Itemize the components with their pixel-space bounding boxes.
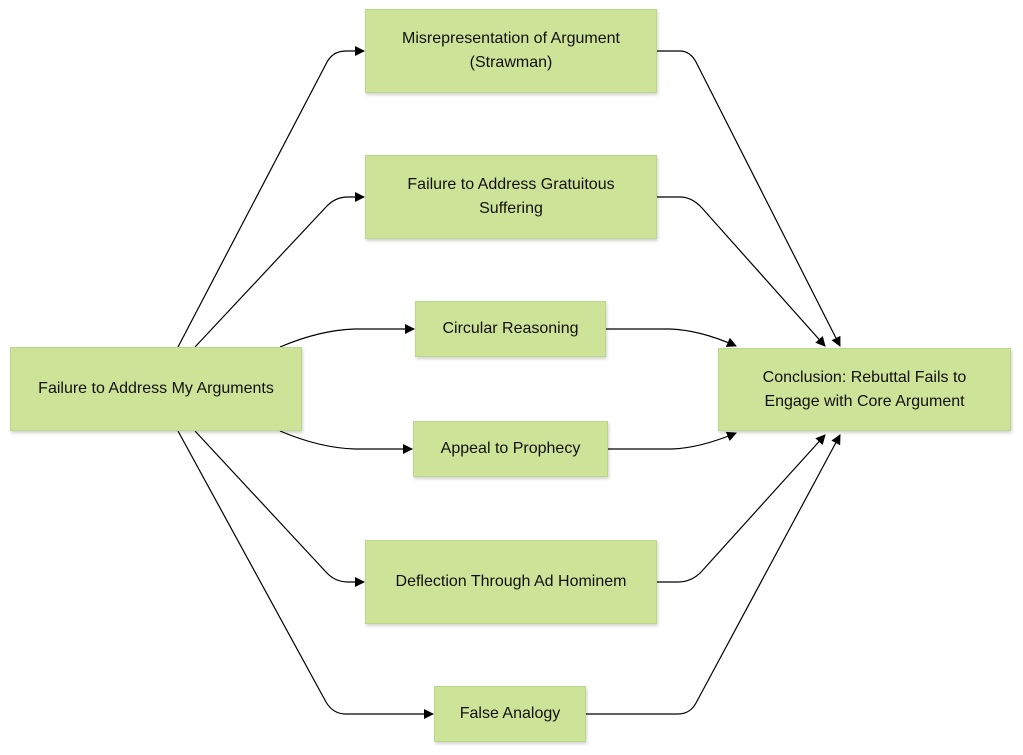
node-label: Appeal to Prophecy bbox=[440, 440, 581, 457]
edge-strawman-to-conclusion bbox=[657, 50, 841, 347]
node-label: Misrepresentation of Argument (Strawman) bbox=[402, 30, 620, 71]
node-gratuitous-suffering: Failure to Address Gratuitous Suffering bbox=[365, 155, 657, 239]
edge-gratuitous-to-conclusion bbox=[657, 196, 826, 347]
node-conclusion: Conclusion: Rebuttal Fails to Engage wit… bbox=[718, 348, 1011, 431]
edge-source-to-gratuitous bbox=[194, 192, 365, 348]
node-label: Circular Reasoning bbox=[442, 320, 579, 337]
node-label: Failure to Address My Arguments bbox=[38, 380, 274, 397]
node-failure-to-address-arguments: Failure to Address My Arguments bbox=[10, 347, 302, 431]
edge-source-to-analogy bbox=[177, 430, 434, 719]
edge-circular-to-conclusion bbox=[606, 328, 737, 347]
edge-source-to-strawman bbox=[177, 46, 365, 348]
node-strawman: Misrepresentation of Argument (Strawman) bbox=[365, 9, 657, 93]
edge-prophecy-to-conclusion bbox=[608, 431, 737, 450]
node-label: False Analogy bbox=[459, 705, 561, 722]
node-label: Deflection Through Ad Hominem bbox=[395, 573, 627, 590]
edge-source-to-prophecy bbox=[279, 430, 413, 454]
node-false-analogy: False Analogy bbox=[434, 686, 586, 742]
node-label: Conclusion: Rebuttal Fails to Engage wit… bbox=[762, 368, 967, 410]
edge-analogy-to-conclusion bbox=[586, 434, 841, 715]
node-appeal-to-prophecy: Appeal to Prophecy bbox=[413, 421, 608, 477]
node-circular-reasoning: Circular Reasoning bbox=[415, 301, 606, 357]
node-label: Failure to Address Gratuitous Suffering bbox=[407, 176, 615, 217]
edge-source-to-circular bbox=[279, 324, 415, 348]
edge-adhominem-to-conclusion bbox=[657, 434, 826, 583]
node-ad-hominem: Deflection Through Ad Hominem bbox=[365, 540, 657, 624]
edge-source-to-adhominem bbox=[194, 430, 365, 587]
